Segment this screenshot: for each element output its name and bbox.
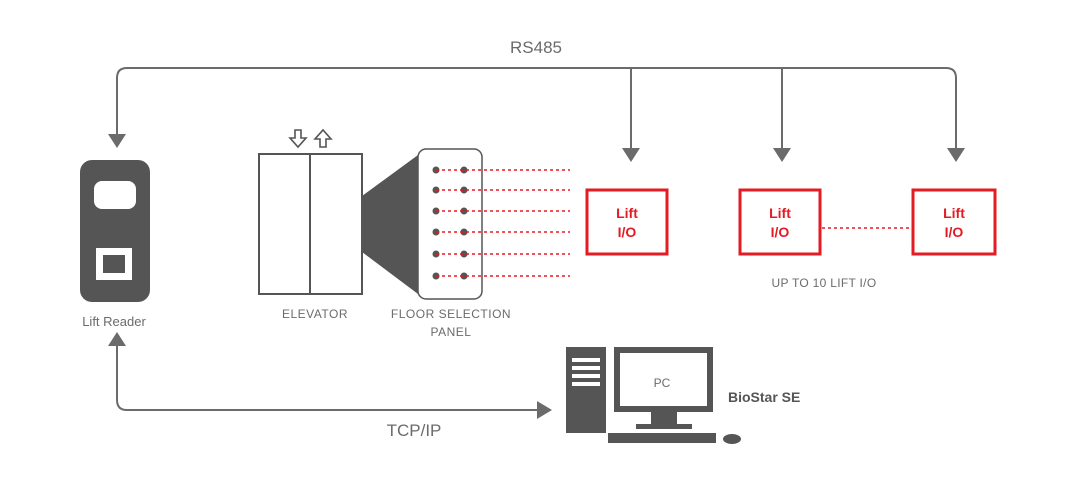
lift-io-1-line2: I/O — [618, 224, 637, 240]
arrow-to-lift-io-1 — [622, 148, 640, 162]
floor-wires — [436, 169, 570, 277]
lift-io-3-line2: I/O — [945, 224, 964, 240]
lift-io-1-line1: Lift — [616, 205, 638, 221]
rs485-arrowheads — [108, 134, 965, 162]
floor-selection-panel — [417, 148, 483, 300]
floor-panel-label-line2: PANEL — [431, 325, 472, 339]
tcpip-link — [116, 344, 540, 411]
lift-io-box-1: Lift I/O — [585, 188, 669, 256]
up-to-label: UP TO 10 LIFT I/O — [772, 276, 877, 290]
arrow-to-pc — [537, 401, 552, 419]
lift-io-2-line2: I/O — [771, 224, 790, 240]
rs485-label: RS485 — [510, 38, 562, 57]
lift-reader-label: Lift Reader — [82, 314, 146, 329]
rs485-bus — [116, 67, 957, 152]
lift-reader — [80, 160, 150, 302]
arrow-to-lift-io-2 — [773, 148, 791, 162]
elevator — [258, 153, 363, 295]
biostar-label: BioStar SE — [728, 389, 800, 405]
arrow-to-reader-up — [108, 332, 126, 346]
lift-io-box-2: Lift I/O — [738, 188, 822, 256]
elevator-label: ELEVATOR — [282, 307, 348, 321]
arrow-to-lift-io-3 — [947, 148, 965, 162]
lift-io-3-line1: Lift — [943, 205, 965, 221]
up-arrow-icon — [313, 128, 333, 148]
lift-io-box-3: Lift I/O — [911, 188, 997, 256]
arrow-to-reader — [108, 134, 126, 148]
computer-icon — [566, 347, 741, 444]
reader-display — [94, 181, 136, 209]
down-arrow-icon — [288, 129, 308, 149]
lift-io-2-line1: Lift — [769, 205, 791, 221]
pc-label: PC — [654, 376, 671, 390]
floor-panel-label-line1: FLOOR SELECTION — [391, 307, 511, 321]
tcpip-label: TCP/IP — [387, 421, 442, 440]
panel-connector — [362, 155, 418, 294]
